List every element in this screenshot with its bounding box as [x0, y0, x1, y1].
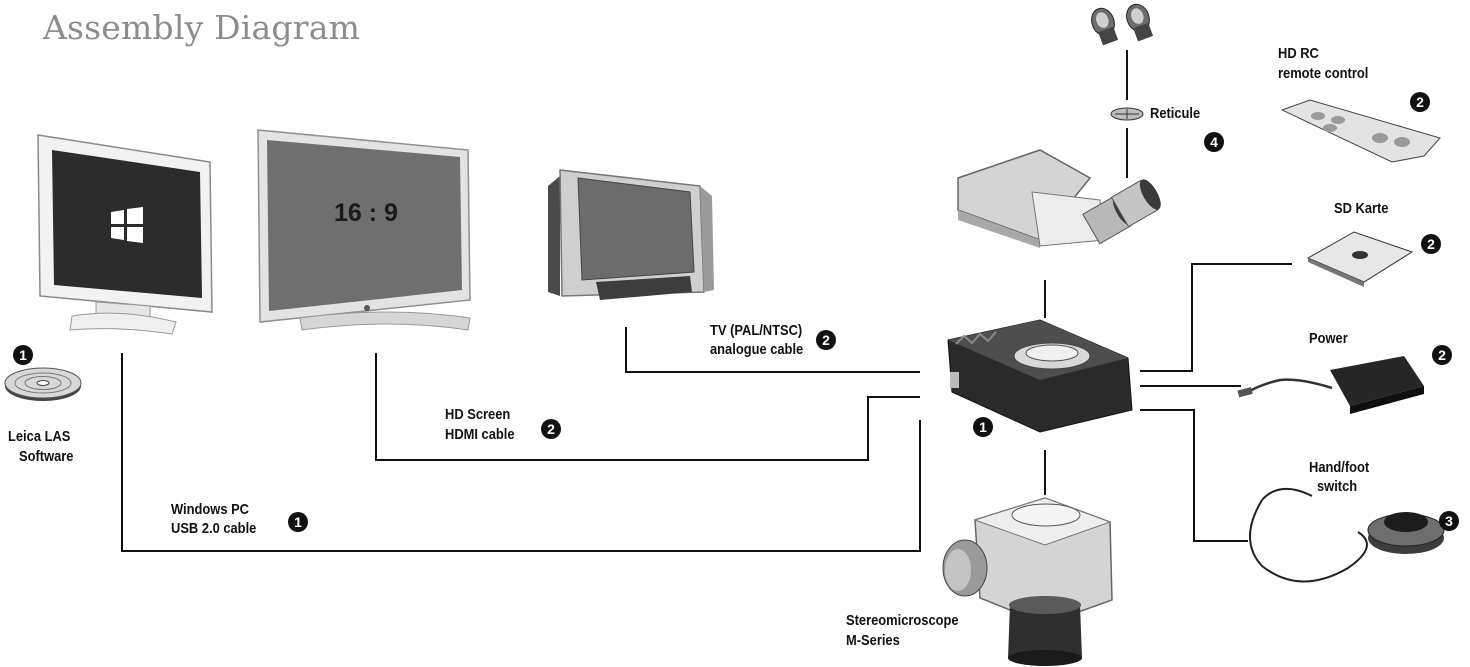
- number-badge-reticule: 4: [1204, 132, 1224, 152]
- label-analogue-cable: analogue cable: [710, 341, 804, 358]
- line-usb-cable: [121, 353, 921, 552]
- number-badge-software: 1: [13, 345, 33, 365]
- number-badge-tv: 2: [816, 330, 836, 350]
- connection-lines: [121, 50, 1292, 552]
- power-supply-icon: [1237, 356, 1424, 414]
- binocular-tube-head: [957, 149, 1161, 248]
- camera-unit: [947, 319, 1133, 433]
- number-badge-sd-card: 2: [1421, 234, 1441, 254]
- label-windows-pc: Windows PC: [171, 501, 250, 518]
- diagram-title: Assembly Diagram: [43, 8, 361, 47]
- stereomicroscope: [942, 497, 1113, 666]
- label-usb-cable: USB 2.0 cable: [171, 520, 257, 537]
- hd-flat-screen: 16 : 9: [257, 129, 471, 331]
- label-leica-las: Leica LAS: [8, 428, 71, 445]
- label-hand-foot: Hand/foot: [1309, 459, 1370, 476]
- line-tv-cable: [625, 327, 920, 373]
- label-hd-screen: HD Screen: [445, 406, 511, 423]
- tv-aspect-label: 16 : 9: [334, 199, 398, 227]
- windows-monitor: [37, 134, 213, 335]
- crt-tv: [548, 169, 714, 300]
- label-software: Software: [19, 448, 74, 465]
- reticule-icon: [1110, 107, 1144, 121]
- label-power: Power: [1309, 330, 1348, 347]
- eyepieces-icon: [1091, 3, 1154, 46]
- label-reticule: Reticule: [1150, 105, 1201, 122]
- number-badge-usb: 1: [288, 512, 308, 532]
- windows-logo-icon: [111, 207, 143, 243]
- label-hdmi-cable: HDMI cable: [445, 426, 515, 443]
- number-badge-switch: 3: [1439, 511, 1459, 531]
- number-badge-remote: 2: [1410, 92, 1430, 112]
- line-sd-card: [1140, 263, 1292, 372]
- sd-card-icon: [1306, 231, 1414, 287]
- label-remote-control: remote control: [1278, 65, 1369, 82]
- number-badge-power: 2: [1432, 345, 1452, 365]
- number-badge-hdmi: 2: [541, 419, 561, 439]
- label-hd-rc: HD RC: [1278, 45, 1319, 62]
- label-switch: switch: [1317, 478, 1358, 495]
- label-sd-karte: SD Karte: [1334, 200, 1389, 217]
- line-switch: [1140, 409, 1248, 542]
- label-stereomicroscope: Stereomicroscope: [846, 612, 959, 629]
- remote-control-icon: [1280, 99, 1441, 163]
- label-m-series: M-Series: [846, 632, 900, 649]
- number-badge-camera: 1: [973, 417, 993, 437]
- line-hdmi-cable: [375, 353, 920, 461]
- software-disc-icon: [4, 367, 82, 401]
- label-tv-pal-ntsc: TV (PAL/NTSC): [710, 322, 803, 339]
- foot-switch-icon: [1249, 488, 1445, 583]
